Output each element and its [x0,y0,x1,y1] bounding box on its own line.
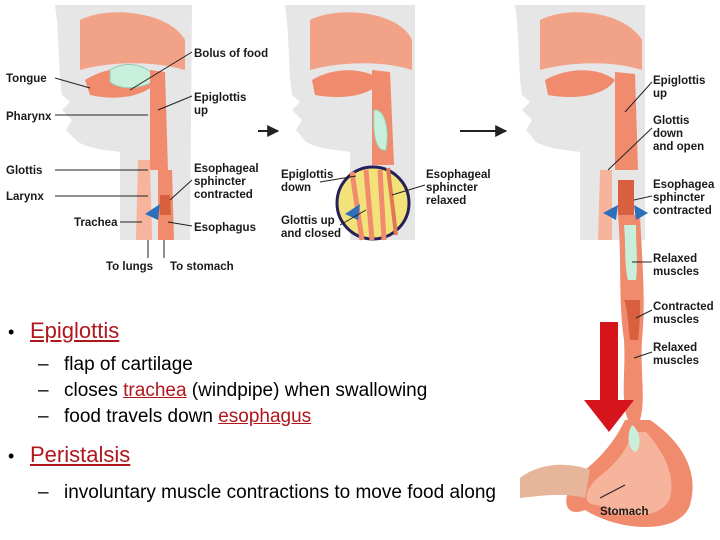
panel-3-head [515,5,645,240]
label-tongue: Tongue [6,73,47,85]
link-esophagus[interactable]: esophagus [218,406,312,427]
label-esophagus: Esophagus [194,222,256,234]
callout-circle [335,165,411,241]
sub-bullet: – closes trachea (windpipe) when swallow… [38,380,428,401]
label-stomach: Stomach [600,506,649,518]
label-pharynx: Pharynx [6,111,52,123]
bullet-dot: • [8,322,15,342]
bullet-list: • Epiglottis – flap of cartilage – close… [8,318,608,508]
label-epiglottis-down: Epiglottis down [281,169,337,194]
label-esoph-contracted: Esophageal sphincter contracted [194,163,262,201]
link-trachea[interactable]: trachea [123,380,187,401]
bullet-peristalsis: • Peristalsis [8,442,608,468]
label-bolus: Bolus of food [194,48,268,60]
label-glottis-down-open: Glottis down and open [653,115,704,153]
label-to-stomach: To stomach [170,261,234,273]
label-contracted-muscles: Contracted muscles [653,301,717,326]
term-epiglottis[interactable]: Epiglottis [30,318,120,343]
sub-bullet: – food travels down esophagus [38,406,312,427]
label-to-lungs: To lungs [106,261,153,273]
label-epiglottis-up-right: Epiglottis up [653,75,709,100]
peristalsis-arrow [584,322,634,432]
label-trachea: Trachea [74,217,118,229]
sub-bullet: – flap of cartilage [38,354,193,375]
panel-1-head [55,5,192,240]
label-glottis-up-closed: Glottis up and closed [281,215,341,240]
label-esoph-contracted-right: Esophagea sphincter contracted [653,179,718,217]
label-relaxed-muscles-2: Relaxed muscles [653,342,700,367]
label-larynx: Larynx [6,191,44,203]
label-glottis: Glottis [6,165,42,177]
esophagus-stomach [520,215,693,528]
label-relaxed-muscles-1: Relaxed muscles [653,253,700,278]
bullet-dot: • [8,446,15,466]
bullet-epiglottis: • Epiglottis [8,318,608,344]
leader-lines [54,51,653,499]
label-epiglottis-up: Epiglottis up [194,92,250,117]
term-peristalsis[interactable]: Peristalsis [30,442,131,467]
sub-bullet: – involuntary muscle contractions to mov… [38,482,496,503]
label-esoph-relaxed: Esophageal sphincter relaxed [426,169,494,207]
